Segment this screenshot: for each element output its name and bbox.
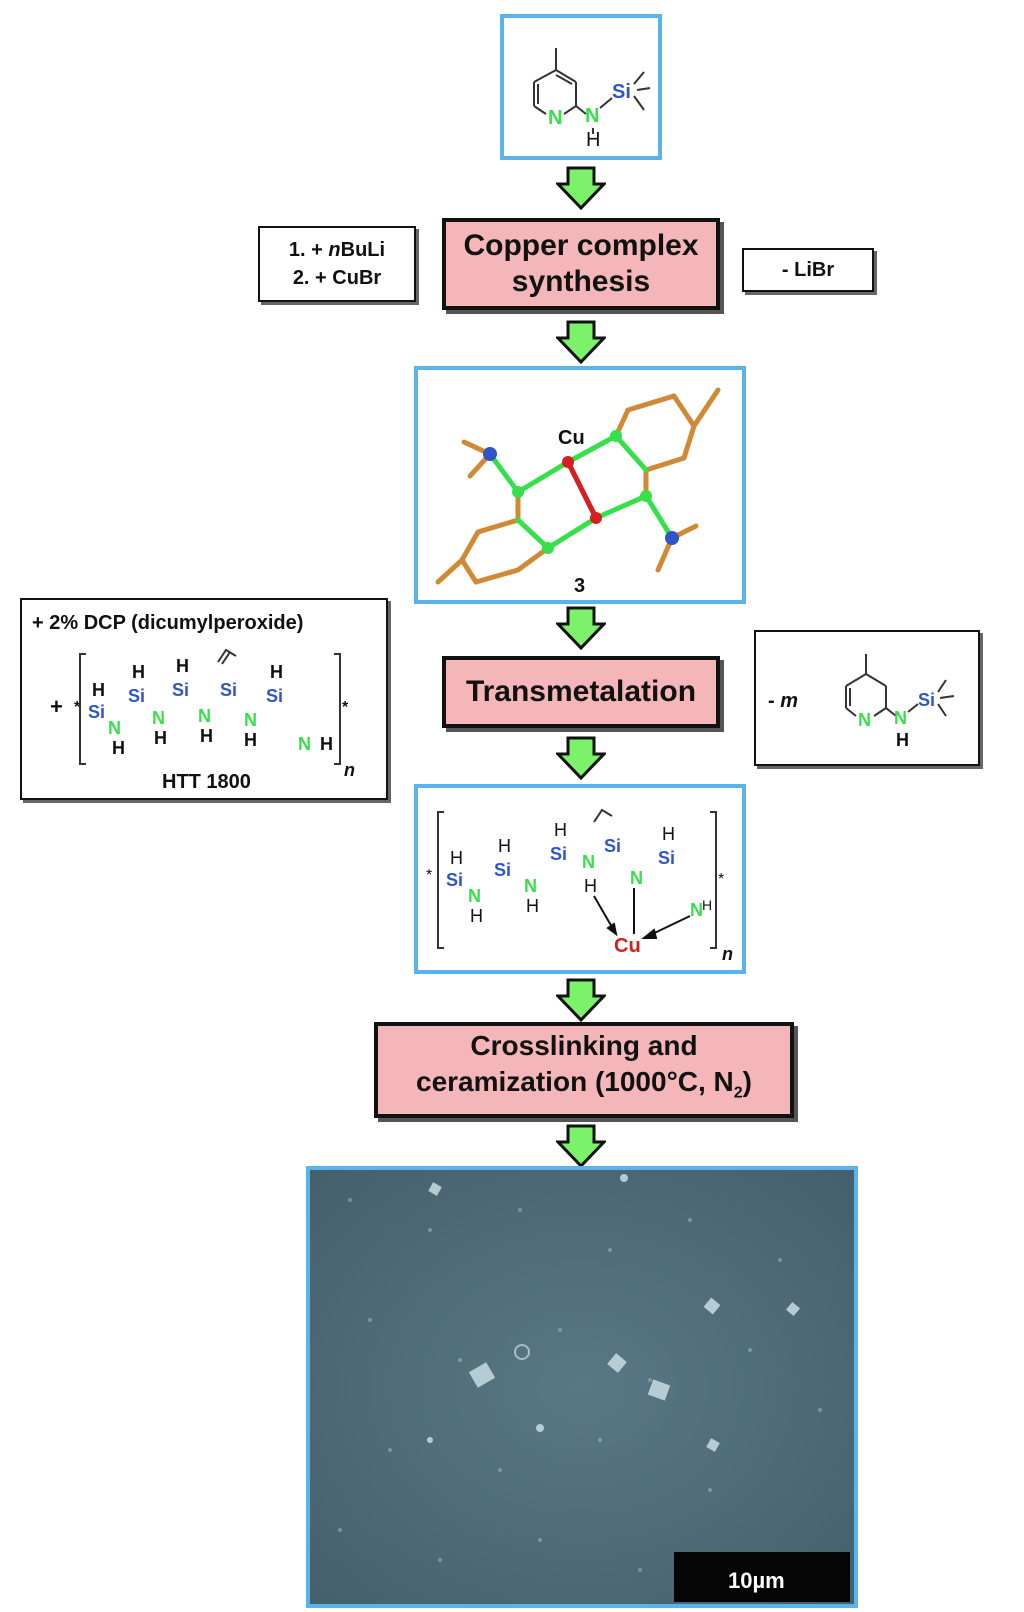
flow-arrow-1 [556, 166, 606, 210]
step-transmetalation: Transmetalation [442, 656, 720, 728]
flow-arrow-2 [556, 320, 606, 364]
svg-text:H: H [450, 848, 463, 868]
byproduct-ligand-box: - m N N Si H [754, 630, 980, 766]
svg-text:H: H [200, 726, 213, 746]
reagent-line-1: 1. + nBuLi [288, 239, 386, 261]
svg-text:*: * [426, 867, 432, 884]
copper-polymer-box: * * n H Si N H H Si N H H Si N H Si N H … [414, 784, 746, 974]
svg-text:H: H [320, 734, 333, 754]
svg-text:H: H [584, 876, 597, 896]
svg-text:+: + [50, 694, 63, 719]
additive-title: + 2% DCP (dicumylperoxide) [32, 612, 304, 634]
svg-text:N: N [198, 706, 211, 726]
svg-text:N: N [244, 710, 257, 730]
svg-text:Si: Si [658, 848, 675, 868]
byproduct-libr-box: - LiBr [742, 248, 874, 292]
svg-text:N: N [468, 886, 481, 906]
svg-text:H: H [896, 730, 909, 750]
svg-text:H: H [132, 662, 145, 682]
complex-cu-label: Cu [558, 427, 585, 449]
svg-text:N: N [298, 734, 311, 754]
svg-text:*: * [342, 699, 349, 716]
svg-text:Si: Si [446, 870, 463, 890]
sem-micrograph: 10µm [306, 1166, 858, 1608]
svg-text:N: N [108, 718, 121, 738]
compound-number: 3 [574, 575, 585, 597]
copper-complex-box: Cu 3 [414, 366, 746, 604]
svg-text:*: * [718, 871, 724, 888]
svg-text:H: H [176, 656, 189, 676]
ligand-n-ring: N [548, 107, 562, 129]
svg-text:N: N [894, 708, 907, 728]
svg-text:Si: Si [550, 844, 567, 864]
svg-text:N: N [630, 868, 643, 888]
ligand-structure: N N Si H [533, 48, 651, 151]
svg-text:H: H [154, 728, 167, 748]
ligand-h: H [586, 129, 600, 151]
reagent-line-2: 2. + CuBr [292, 267, 382, 289]
svg-text:Si: Si [172, 680, 189, 700]
svg-text:H: H [92, 680, 105, 700]
svg-text:N: N [858, 710, 871, 730]
svg-text:H: H [498, 836, 511, 856]
polymer-cu-label: Cu [614, 935, 641, 957]
svg-text:H: H [554, 820, 567, 840]
svg-text:Si: Si [220, 680, 237, 700]
svg-text:Si: Si [918, 690, 935, 710]
svg-text:Si: Si [88, 702, 105, 722]
scale-bar-label: 10µm [728, 1568, 785, 1593]
svg-text:n: n [344, 760, 355, 780]
svg-text:H: H [470, 906, 483, 926]
svg-text:H: H [662, 824, 675, 844]
ligand-structure-box: N N Si H [500, 14, 662, 160]
reagents-box: 1. + nBuLi 2. + CuBr [258, 226, 416, 302]
svg-text:N: N [690, 900, 703, 920]
svg-text:H: H [244, 730, 257, 750]
svg-text:H: H [702, 897, 712, 913]
copper-polymer-structure: * * n H Si N H H Si N H H Si N H Si N H … [426, 808, 733, 964]
svg-text:*: * [74, 699, 81, 716]
step-crosslinking-ceramization: Crosslinking and ceramization (1000°C, N… [374, 1022, 794, 1118]
svg-text:n: n [722, 944, 733, 964]
flow-arrow-5 [556, 978, 606, 1022]
flow-arrow-4 [556, 736, 606, 780]
polymer-name: HTT 1800 [162, 771, 251, 793]
svg-text:N: N [152, 708, 165, 728]
ligand-n-amine: N [585, 105, 599, 127]
svg-text:H: H [112, 738, 125, 758]
sem-image: 10µm [310, 1170, 854, 1604]
svg-text:Si: Si [604, 836, 621, 856]
svg-text:Si: Si [266, 686, 283, 706]
ligand-si: Si [612, 81, 631, 103]
svg-text:Si: Si [128, 686, 145, 706]
svg-text:N: N [524, 876, 537, 896]
copper-complex-structure: Cu 3 [435, 387, 721, 597]
additive-box: + 2% DCP (dicumylperoxide) + * * n H Si … [20, 598, 388, 800]
svg-text:H: H [270, 662, 283, 682]
svg-text:Si: Si [494, 860, 511, 880]
svg-text:H: H [526, 896, 539, 916]
htt1800-structure: + * * n H Si N H H Si N H H Si N H Si N … [50, 648, 355, 793]
byproduct-ligand-label: - m [768, 690, 799, 712]
flow-arrow-3 [556, 606, 606, 650]
step-copper-complex-synthesis: Copper complex synthesis [442, 218, 720, 310]
byproduct-ligand-structure: N N Si H [845, 654, 955, 750]
svg-text:N: N [582, 852, 595, 872]
flow-arrow-6 [556, 1124, 606, 1168]
